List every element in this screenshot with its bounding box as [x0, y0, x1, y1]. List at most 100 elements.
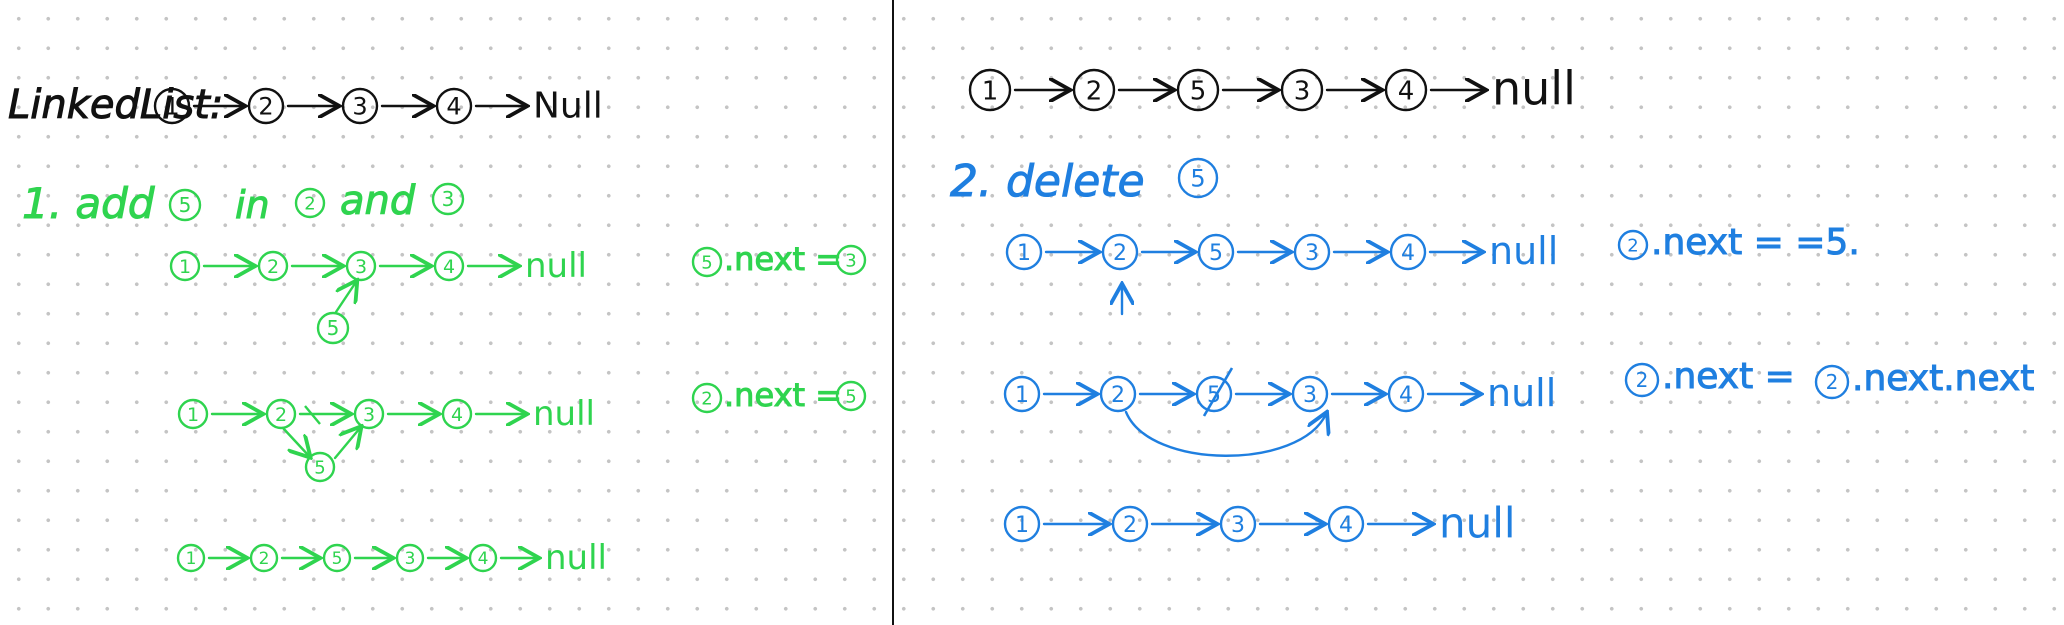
chain-node-label: 4 [1339, 513, 1353, 538]
node-circle-ring [168, 188, 202, 222]
chain-node-ring [433, 250, 465, 282]
chain-node-ring [353, 398, 385, 430]
node-circle-ring [431, 182, 465, 216]
chain-node-label: 2 [1086, 76, 1103, 106]
left-chain-a-note-target: 3 [835, 244, 867, 276]
chain-node: 4 [1384, 68, 1428, 112]
left-chain-b-note-text: .next = [724, 376, 842, 414]
chain-node: 1 [177, 398, 209, 430]
linkedlist-title-label: LinkedList: [8, 82, 223, 128]
right-chain-b-bypass-arrow [1124, 412, 1326, 457]
chain-node-ring [1293, 233, 1331, 271]
chain-node: 3 [353, 398, 385, 430]
chain-node: 1 [1003, 375, 1041, 413]
chain-node-label: 2 [275, 404, 287, 426]
chain-node: 3 [345, 250, 377, 282]
chain-node-ring [341, 87, 379, 125]
chain-node: 1 [153, 87, 191, 125]
node-circle-ring [691, 246, 723, 278]
right-chain-a-note-node: 2 [1617, 229, 1649, 261]
chain-node: 3 [1280, 68, 1324, 112]
node-circle: 5 [304, 451, 336, 483]
chain-node-label: 1 [1015, 383, 1029, 408]
right-chain-b-note-node2: 2 [1814, 364, 1850, 400]
chain-end-null: null [1439, 498, 1516, 547]
chain-node: 3 [395, 543, 425, 573]
chain-node: 4 [1327, 505, 1365, 543]
chain-node-ring [1387, 375, 1425, 413]
chain-node-ring [249, 543, 279, 573]
chain-node-label: 3 [363, 404, 375, 426]
chain-node-label: 3 [1231, 513, 1245, 538]
chain-node-label: 4 [1401, 241, 1415, 266]
node-circle: 5 [1177, 157, 1219, 199]
chain-end-null: null [533, 394, 595, 434]
node-circle-label: 2 [1636, 368, 1649, 392]
chain-node-label: 2 [258, 93, 273, 121]
node-circle-ring [691, 382, 723, 414]
chain-node-ring [1195, 375, 1233, 413]
chain-node-label: 1 [187, 404, 199, 426]
chain-node-ring [1280, 68, 1324, 112]
chain-node-label: 4 [443, 256, 455, 278]
chain-node: 5 [322, 543, 352, 573]
chain-node: 2 [249, 543, 279, 573]
chain-node: 2 [1111, 505, 1149, 543]
node-circle: 3 [835, 244, 867, 276]
chain-node-label: 1 [164, 93, 179, 121]
node-circle-label: 2 [1627, 235, 1638, 256]
chain-node: 5 [1195, 375, 1233, 413]
chain-node: 4 [435, 87, 473, 125]
chain-node-label: 2 [1113, 241, 1127, 266]
chain-node-label: 3 [355, 256, 367, 278]
node-circle-label: 5 [179, 193, 192, 217]
chain-node-ring [345, 250, 377, 282]
chain-node: 1 [968, 68, 1012, 112]
node-circle: 3 [431, 182, 465, 216]
chain-node-ring [265, 398, 297, 430]
chain-node-label: 3 [1305, 241, 1319, 266]
step1-node-a: 2 [294, 187, 326, 219]
chain-node-label: 1 [1017, 241, 1031, 266]
left-chain-a-note: 5 .next = 3 [691, 240, 867, 279]
chain-node-ring [1197, 233, 1235, 271]
chain-node-label: 4 [1398, 76, 1415, 106]
chain-node-ring [1072, 68, 1116, 112]
chain-node-ring [1384, 68, 1428, 112]
node-circle: 2 [1624, 362, 1660, 398]
node-circle: 5 [168, 188, 202, 222]
chain-node: 3 [341, 87, 379, 125]
chain-node-label: 1 [982, 76, 999, 106]
chain-node-ring [395, 543, 425, 573]
left-chain-b-note-node: 2 [691, 382, 723, 414]
node-circle-label: 2 [1826, 370, 1839, 394]
chain-node-ring [1327, 505, 1365, 543]
chain-node-label: 4 [1399, 383, 1413, 408]
chain-node-ring [1101, 233, 1139, 271]
chain-node-ring [169, 250, 201, 282]
node-circle-label: 5 [1190, 165, 1205, 193]
node-circle-label: 3 [845, 250, 856, 271]
left-chain-b-arrow-5-to-3 [333, 428, 360, 460]
chain-node-ring [1111, 505, 1149, 543]
chain-end-null: null [545, 538, 607, 578]
chain-node: 3 [1293, 233, 1331, 271]
left-chain-b-note: 2 .next = 5 [691, 376, 867, 415]
chain-node-ring [257, 250, 289, 282]
node-circle-ring [835, 244, 867, 276]
left-chain-b-inserted-node: 5 [304, 451, 336, 483]
chain-node-label: 2 [1123, 513, 1137, 538]
chain-node-ring [153, 87, 191, 125]
node-circle-ring [1624, 362, 1660, 398]
chain-node-ring [1219, 505, 1257, 543]
node-circle: 2 [691, 382, 723, 414]
chain-node-label: 5 [1190, 76, 1207, 106]
node-circle-ring [1617, 229, 1649, 261]
chain-node-label: 1 [1015, 513, 1029, 538]
chain-node-ring [1003, 505, 1041, 543]
node-circle-label: 5 [701, 252, 712, 273]
